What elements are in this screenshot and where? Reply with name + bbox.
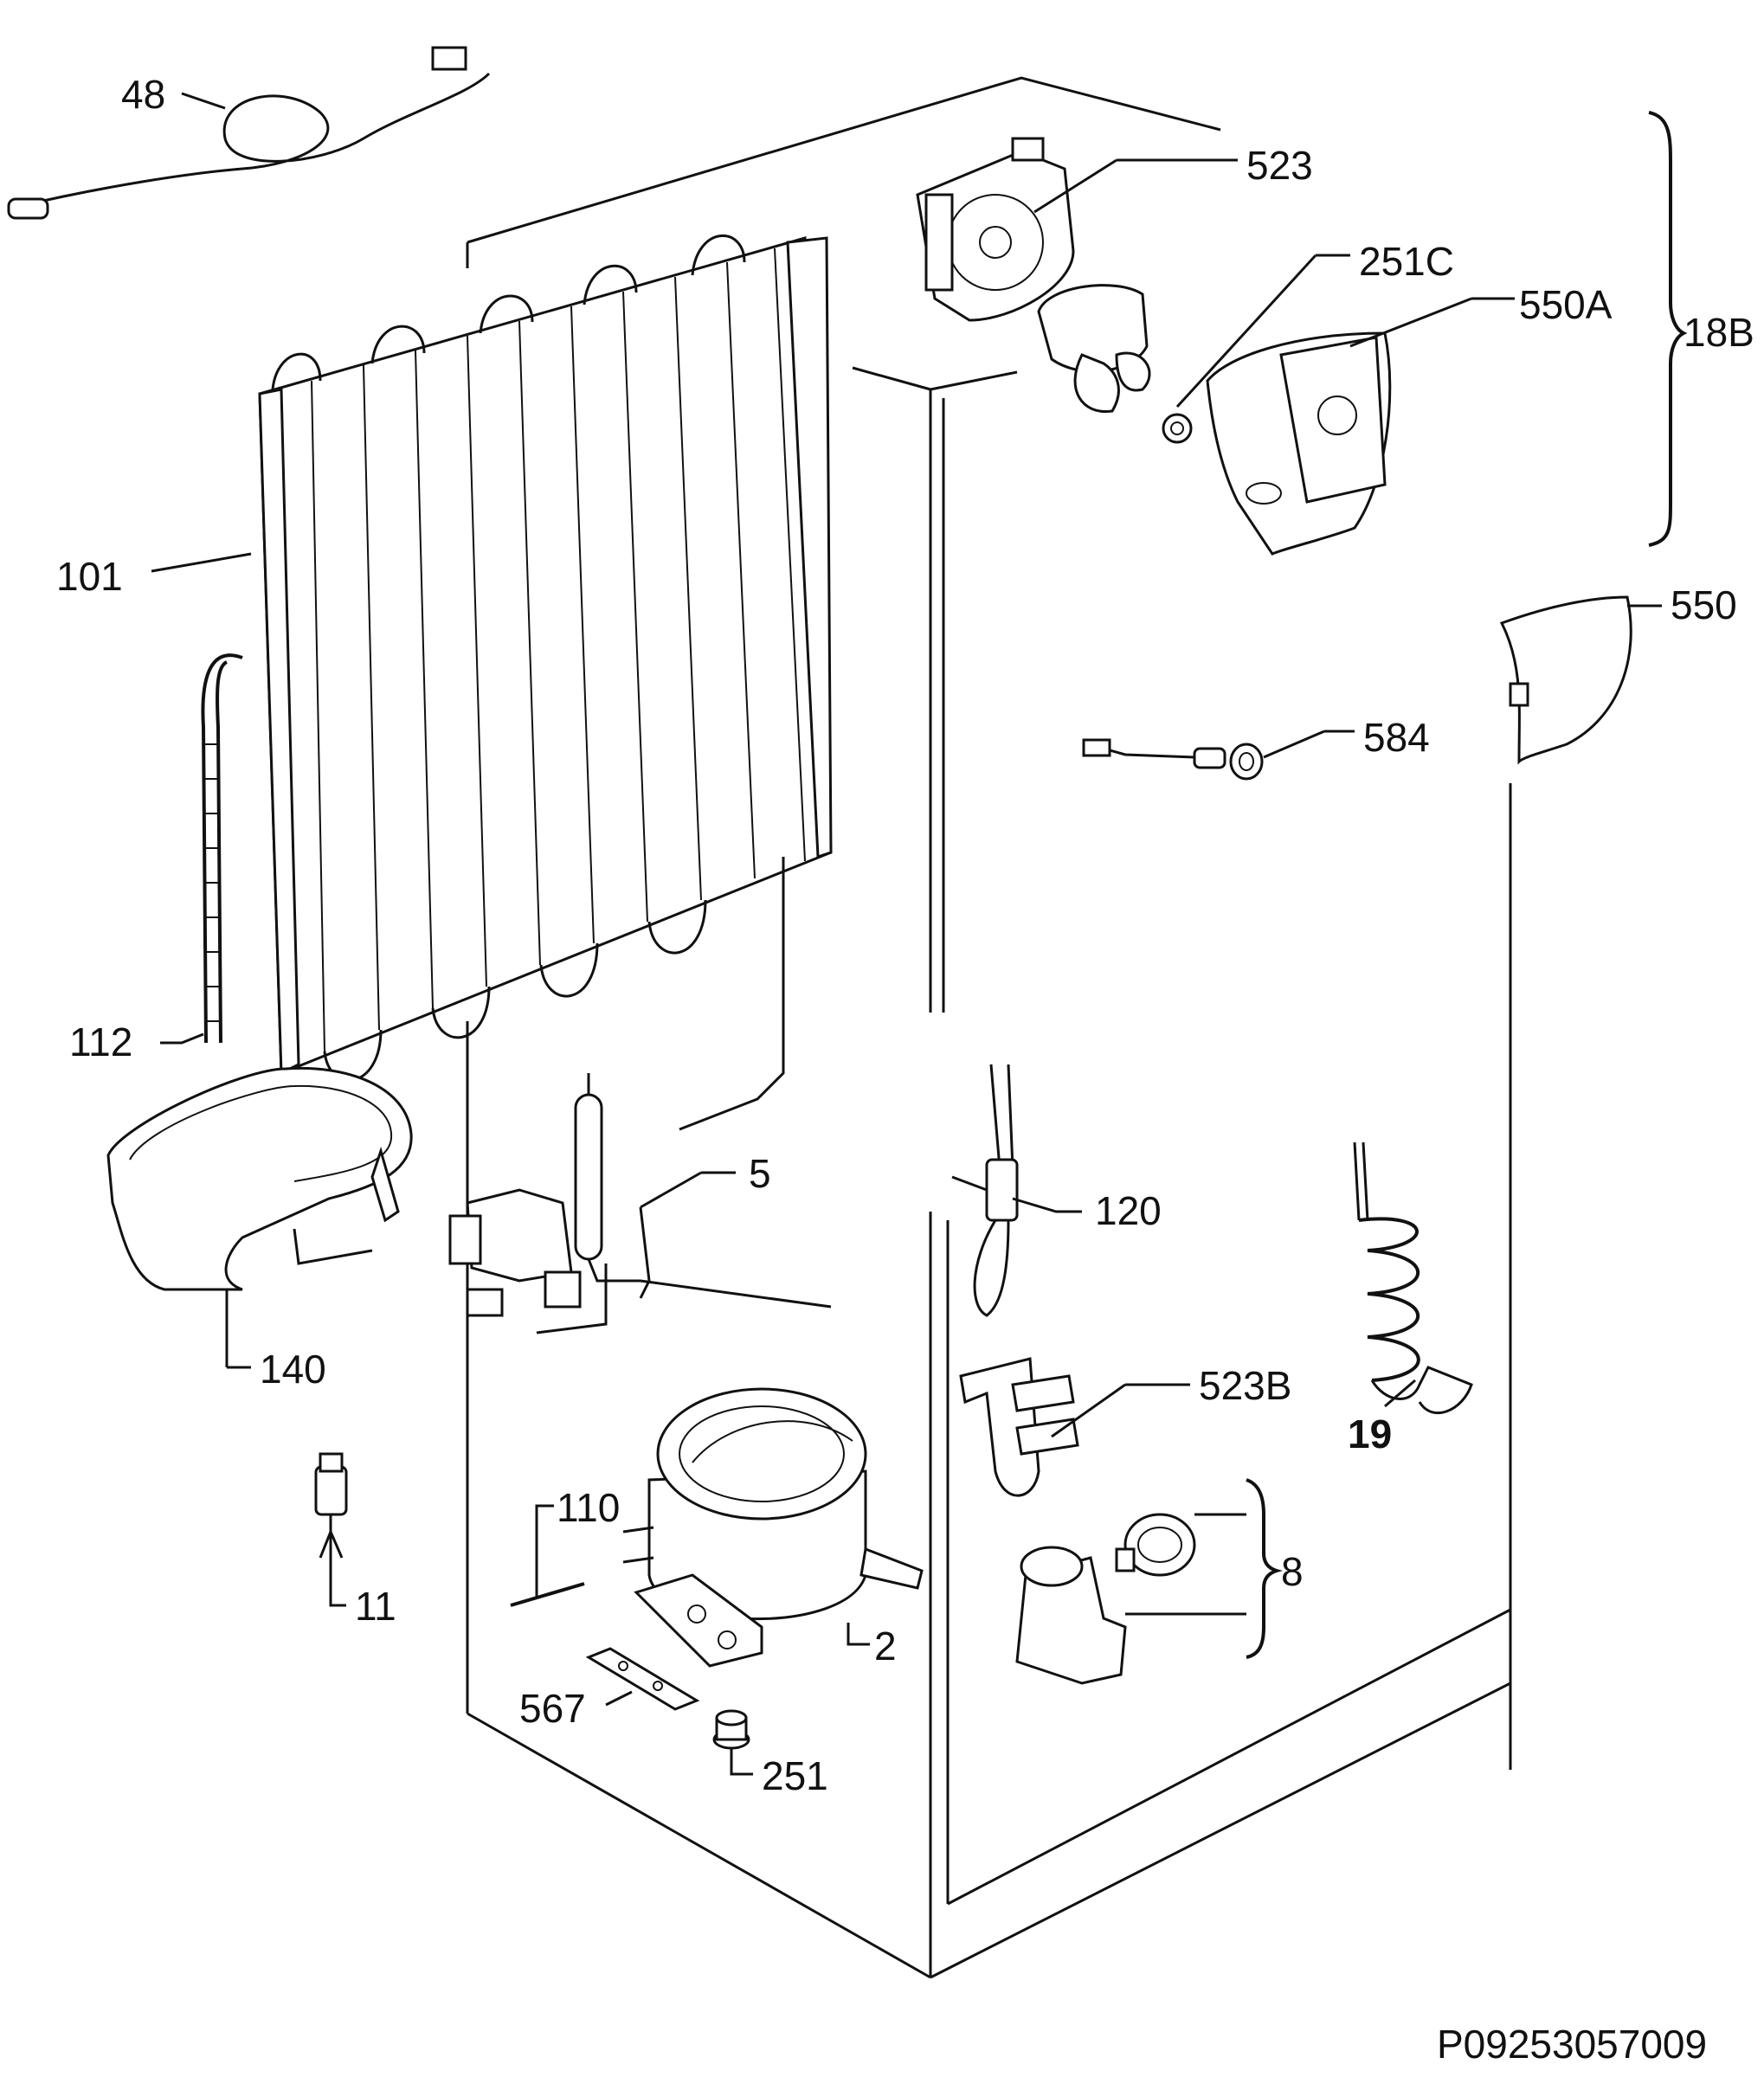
heater-element	[1353, 1141, 1473, 1414]
leader-lines	[151, 92, 1688, 1776]
filter-drier	[536, 1073, 832, 1334]
label-251c: 251C	[1359, 239, 1454, 284]
part-labels: 48 523 251C 550A 18B 101 550 584 112 5 1…	[56, 72, 1754, 2067]
label-523b: 523B	[1199, 1363, 1291, 1408]
grommet	[712, 1709, 750, 1750]
air-grille	[1499, 595, 1632, 765]
label-550a: 550A	[1519, 282, 1613, 327]
label-584: 584	[1363, 715, 1430, 760]
label-101: 101	[56, 554, 123, 599]
label-48: 48	[121, 72, 165, 117]
relay-overload	[1015, 1513, 1196, 1685]
mounting-plate	[585, 1647, 700, 1711]
evaporator-tray	[106, 1066, 413, 1367]
cabinet-body	[466, 76, 1512, 1979]
mounting-clip	[959, 1357, 1079, 1497]
label-140: 140	[260, 1347, 326, 1392]
condenser	[258, 234, 833, 1131]
fan-cover	[1206, 331, 1392, 556]
valve-part-11	[314, 1452, 348, 1575]
label-18b: 18B	[1684, 310, 1754, 355]
label-112: 112	[69, 1019, 132, 1064]
service-tube	[510, 1582, 585, 1607]
label-120: 120	[1095, 1188, 1162, 1233]
label-523: 523	[1246, 143, 1313, 188]
fan-housing	[916, 137, 1075, 322]
fan-motor	[1037, 284, 1151, 414]
thermostat-probe	[951, 1064, 1019, 1317]
reference-code: P09253057009	[1437, 2022, 1707, 2067]
label-251: 251	[762, 1753, 828, 1798]
sensor-cable	[7, 46, 491, 220]
compressor	[622, 1387, 924, 1668]
label-567: 567	[519, 1686, 586, 1731]
label-19: 19	[1348, 1411, 1392, 1456]
label-110: 110	[557, 1485, 620, 1530]
small-gear	[1162, 413, 1193, 444]
label-5: 5	[749, 1151, 771, 1196]
drain-hose	[201, 653, 243, 1044]
solenoid-valve	[448, 1188, 582, 1317]
label-550: 550	[1671, 582, 1737, 627]
label-2: 2	[874, 1624, 897, 1669]
label-8: 8	[1281, 1549, 1304, 1594]
label-11: 11	[355, 1584, 396, 1629]
sensor-584	[1082, 738, 1264, 781]
